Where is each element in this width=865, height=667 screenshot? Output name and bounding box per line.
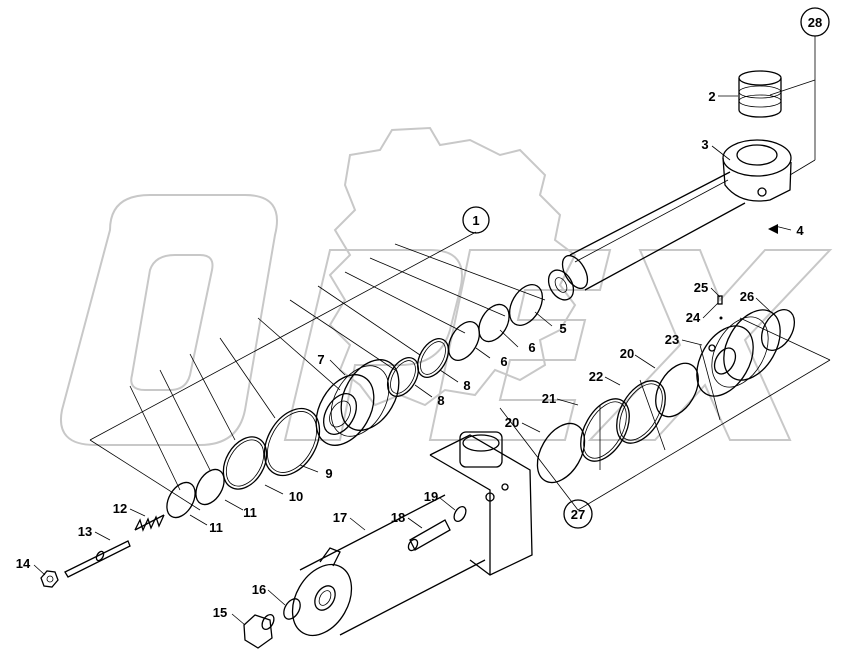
callout-6a: 6 <box>528 340 535 355</box>
part-piston-rings <box>536 362 699 484</box>
part-fitting-seal <box>453 505 467 523</box>
part-o-rings-gland <box>222 407 321 490</box>
part-bolt <box>64 540 131 578</box>
callout-12: 12 <box>113 501 127 516</box>
svg-text:1: 1 <box>472 213 479 228</box>
part-set-screw <box>717 295 723 320</box>
watermark-logo <box>60 126 833 446</box>
callout-24: 24 <box>686 310 701 325</box>
callout-19: 19 <box>424 489 438 504</box>
callout-9: 9 <box>325 466 332 481</box>
callout-21: 21 <box>542 391 556 406</box>
part-piston-o-ring <box>760 309 796 351</box>
svg-text:27: 27 <box>571 507 585 522</box>
callout-6b: 6 <box>500 354 507 369</box>
callout-20a: 20 <box>505 415 519 430</box>
callout-28: 28 <box>800 7 830 37</box>
part-gland <box>315 359 400 446</box>
part-piston-rod <box>547 139 792 301</box>
callout-15: 15 <box>213 605 227 620</box>
callout-2: 2 <box>708 89 715 104</box>
callout-1: 1 <box>462 206 490 234</box>
callout-14: 14 <box>16 556 31 571</box>
part-washer <box>283 598 301 620</box>
callout-5: 5 <box>559 321 566 336</box>
callout-4: 4 <box>796 223 804 238</box>
part-piston <box>696 309 781 397</box>
callout-23: 23 <box>665 332 679 347</box>
part-seals-rod <box>386 284 544 397</box>
callout-8b: 8 <box>437 393 444 408</box>
callout-22: 22 <box>589 369 603 384</box>
part-fitting <box>407 519 451 552</box>
callout-18: 18 <box>391 510 405 525</box>
leader-lines <box>33 36 831 626</box>
part-plug <box>243 613 275 649</box>
callout-11a: 11 <box>243 505 257 520</box>
callout-17: 17 <box>333 510 347 525</box>
callout-11b: 11 <box>209 520 223 535</box>
callout-20b: 20 <box>620 346 634 361</box>
callout-27: 27 <box>563 499 593 529</box>
callout-26: 26 <box>740 289 754 304</box>
part-bushing <box>738 70 782 118</box>
part-backup-rings <box>166 468 225 519</box>
callout-8a: 8 <box>463 378 470 393</box>
callout-3: 3 <box>701 137 708 152</box>
svg-text:28: 28 <box>808 15 822 30</box>
callout-16: 16 <box>252 582 266 597</box>
part-grease-nipple <box>768 224 778 234</box>
part-nut <box>40 570 59 588</box>
callout-13: 13 <box>78 524 92 539</box>
part-spring <box>134 514 165 532</box>
callout-25: 25 <box>694 280 708 295</box>
callout-10: 10 <box>289 489 303 504</box>
part-cylinder-barrel <box>291 431 533 637</box>
callout-7: 7 <box>317 352 324 367</box>
